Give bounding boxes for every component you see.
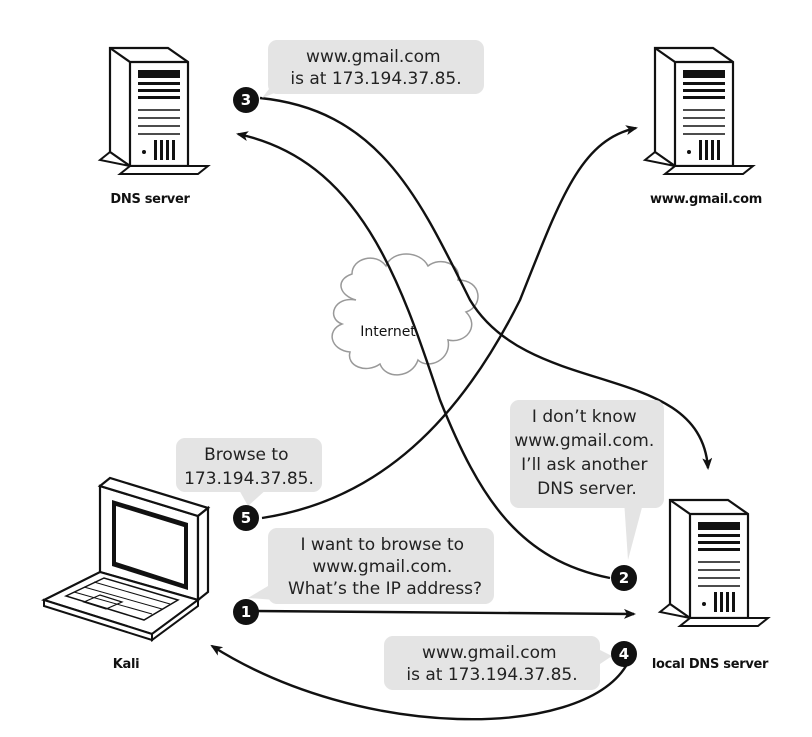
bubble-4-line-2: is at 173.194.37.85.: [406, 665, 577, 685]
step-marker-4: 4: [611, 641, 637, 667]
arrow-step-1: [253, 608, 636, 619]
dns-server-icon: [98, 46, 210, 176]
bubble-step-3: www.gmail.com is at 173.194.37.85.: [262, 40, 484, 98]
local-dns-server-icon: [658, 498, 770, 628]
svg-text:I want to browse to www.: I want to browse to www.gmail.com. What’…: [288, 535, 482, 599]
arrow-step-5: [261, 125, 638, 520]
step-marker-3: 3: [233, 87, 259, 113]
svg-text:Browse to 173.194.37.85.: Browse to 173.194.37.85.: [184, 445, 314, 489]
step-marker-1: 1: [233, 599, 259, 625]
bubble-2-line-4: DNS server.: [537, 479, 637, 499]
step-marker-5: 5: [233, 505, 259, 531]
local-dns-server-label: local DNS server: [652, 657, 769, 672]
laptop-icon: [41, 476, 211, 642]
step-number-1: 1: [241, 603, 251, 621]
arrow-step-3: [259, 96, 713, 470]
bubble-1-line-3: What’s the IP address?: [288, 579, 482, 599]
svg-text:I don’t know www.gmail.c: I don’t know www.gmail.com. I’ll ask ano…: [514, 407, 659, 499]
gmail-server-icon: [643, 46, 755, 176]
bubble-2-line-3: I’ll ask another: [521, 455, 647, 475]
bubble-1-line-2: www.gmail.com.: [312, 557, 452, 577]
svg-text:www.gmail.com is at 173.: www.gmail.com is at 173.194.37.85.: [290, 47, 461, 89]
kali-label: Kali: [113, 657, 140, 672]
gmail-server-label: www.gmail.com: [650, 192, 762, 207]
internet-cloud-icon: [331, 253, 479, 376]
step-number-5: 5: [241, 509, 251, 527]
bubble-5-line-2: 173.194.37.85.: [184, 469, 314, 489]
step-marker-2: 2: [611, 565, 637, 591]
bubble-step-1: I want to browse to www.gmail.com. What’…: [248, 528, 494, 604]
bubble-2-line-2: www.gmail.com.: [514, 431, 654, 451]
step-number-2: 2: [619, 569, 629, 587]
bubble-4-line-1: www.gmail.com: [422, 643, 556, 663]
bubble-1-line-1: I want to browse to: [301, 535, 465, 555]
svg-text:www.gmail.com is at 173.: www.gmail.com is at 173.194.37.85.: [406, 643, 577, 685]
step-number-3: 3: [241, 91, 251, 109]
bubble-2-line-1: I don’t know: [532, 407, 637, 427]
bubble-5-line-1: Browse to: [204, 445, 288, 465]
bubble-step-4: www.gmail.com is at 173.194.37.85.: [384, 636, 612, 690]
bubble-step-5: Browse to 173.194.37.85.: [176, 438, 322, 506]
bubble-step-2: I don’t know www.gmail.com. I’ll ask ano…: [510, 400, 664, 560]
bubble-3-line-1: www.gmail.com: [306, 47, 440, 67]
arrow-step-4: [210, 644, 628, 721]
arrow-step-2: [236, 131, 611, 580]
bubble-3-line-2: is at 173.194.37.85.: [290, 69, 461, 89]
step-number-4: 4: [619, 645, 629, 663]
internet-label: Internet: [360, 324, 416, 340]
dns-server-label: DNS server: [110, 192, 190, 207]
